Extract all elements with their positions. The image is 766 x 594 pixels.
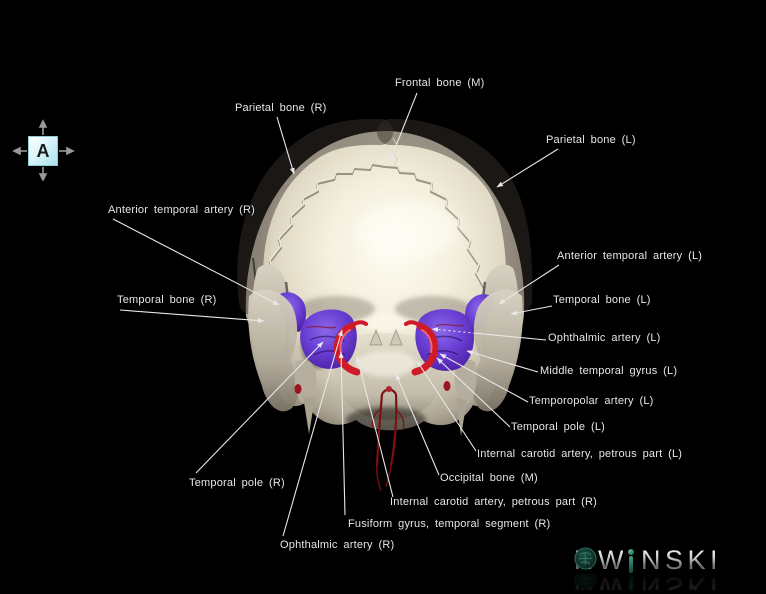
leader-line-internal-carotid-artery-petrous-part-l <box>416 360 477 452</box>
nowinski-logo: NWNSKI NWNSKI <box>574 547 760 590</box>
leader-line-ophthalmic-artery-l <box>475 332 547 341</box>
label-parietal-bone-l: Parietal bone (L) <box>546 134 636 146</box>
leader-line-occipital-bone-m <box>395 373 440 476</box>
leader-line-anterior-temporal-artery-r <box>112 218 280 306</box>
label-temporal-bone-l: Temporal bone (L) <box>553 294 651 306</box>
leader-line-temporal-pole-l <box>436 357 511 428</box>
label-ophthalmic-artery-r: Ophthalmic artery (R) <box>280 539 395 551</box>
logo-brain-o-icon <box>574 574 597 590</box>
leader-line-ophthalmic-artery-r <box>282 329 343 537</box>
logo-letter-i-7: I <box>710 545 718 575</box>
label-fusiform-gyrus-temporal-segment-r: Fusiform gyrus, temporal segment (R) <box>348 518 551 530</box>
logo-letter-n-4: N <box>641 574 661 590</box>
leader-line-parietal-bone-r <box>276 116 295 175</box>
logo-letter-w-2: W <box>598 574 623 590</box>
logo-letter-s-5: S <box>664 545 683 575</box>
logo-letter-k-6: K <box>687 545 706 575</box>
label-occipital-bone-m: Occipital bone (M) <box>440 472 538 484</box>
logo-letter-i-7: I <box>710 574 718 590</box>
label-anterior-temporal-artery-r: Anterior temporal artery (R) <box>108 204 255 216</box>
label-anterior-temporal-artery-l: Anterior temporal artery (L) <box>557 250 703 262</box>
leader-lines <box>112 92 560 537</box>
leader-line-middle-temporal-gyrus-l <box>466 350 539 373</box>
logo-brain-o-icon <box>574 547 597 570</box>
leader-line-temporal-bone-l <box>510 305 553 316</box>
logo-teal-i-icon <box>628 574 635 590</box>
orientation-arrows <box>12 119 75 181</box>
leader-line-internal-carotid-artery-petrous-part-r <box>356 356 394 498</box>
label-ophthalmic-artery-l: Ophthalmic artery (L) <box>548 332 661 344</box>
vertebral-basilar-arteries <box>371 386 405 492</box>
logo-letter-s-5: S <box>665 574 683 590</box>
leader-line-parietal-bone-l <box>496 148 559 188</box>
logo-letter-w-2: W <box>598 545 624 575</box>
orientation-letter[interactable]: A <box>28 136 58 166</box>
logo-letter-n-4: N <box>640 545 661 575</box>
leader-line-temporal-bone-r <box>119 309 265 324</box>
logo-letter-k-6: K <box>688 574 706 590</box>
orientation-marker[interactable]: A <box>12 119 76 181</box>
nowinski-logo-text: NWNSKI <box>574 545 760 575</box>
logo-teal-i-icon <box>628 549 635 573</box>
leader-line-fusiform-gyrus-temporal-segment-r <box>338 351 346 516</box>
leader-line-ophthalmic-artery-l <box>431 327 476 334</box>
label-parietal-bone-r: Parietal bone (R) <box>235 102 327 114</box>
nowinski-logo-reflection: NWNSKI <box>574 574 760 590</box>
label-temporal-bone-r: Temporal bone (R) <box>117 294 217 306</box>
label-temporal-pole-r: Temporal pole (R) <box>189 477 285 489</box>
label-temporopolar-artery-l: Temporopolar artery (L) <box>529 395 654 407</box>
label-middle-temporal-gyrus-l: Middle temporal gyrus (L) <box>540 365 678 377</box>
label-internal-carotid-artery-petrous-part-r: Internal carotid artery, petrous part (R… <box>390 496 597 508</box>
leader-line-anterior-temporal-artery-l <box>498 264 560 305</box>
leader-line-temporal-pole-r <box>195 341 324 474</box>
temporal-pole-right-structure <box>300 309 357 369</box>
label-temporal-pole-l: Temporal pole (L) <box>511 421 605 433</box>
label-frontal-bone-m: Frontal bone (M) <box>395 77 485 89</box>
leader-line-frontal-bone-m <box>389 92 418 162</box>
leader-line-temporopolar-artery-l <box>439 353 529 403</box>
label-internal-carotid-artery-petrous-part-l: Internal carotid artery, petrous part (L… <box>477 448 683 460</box>
